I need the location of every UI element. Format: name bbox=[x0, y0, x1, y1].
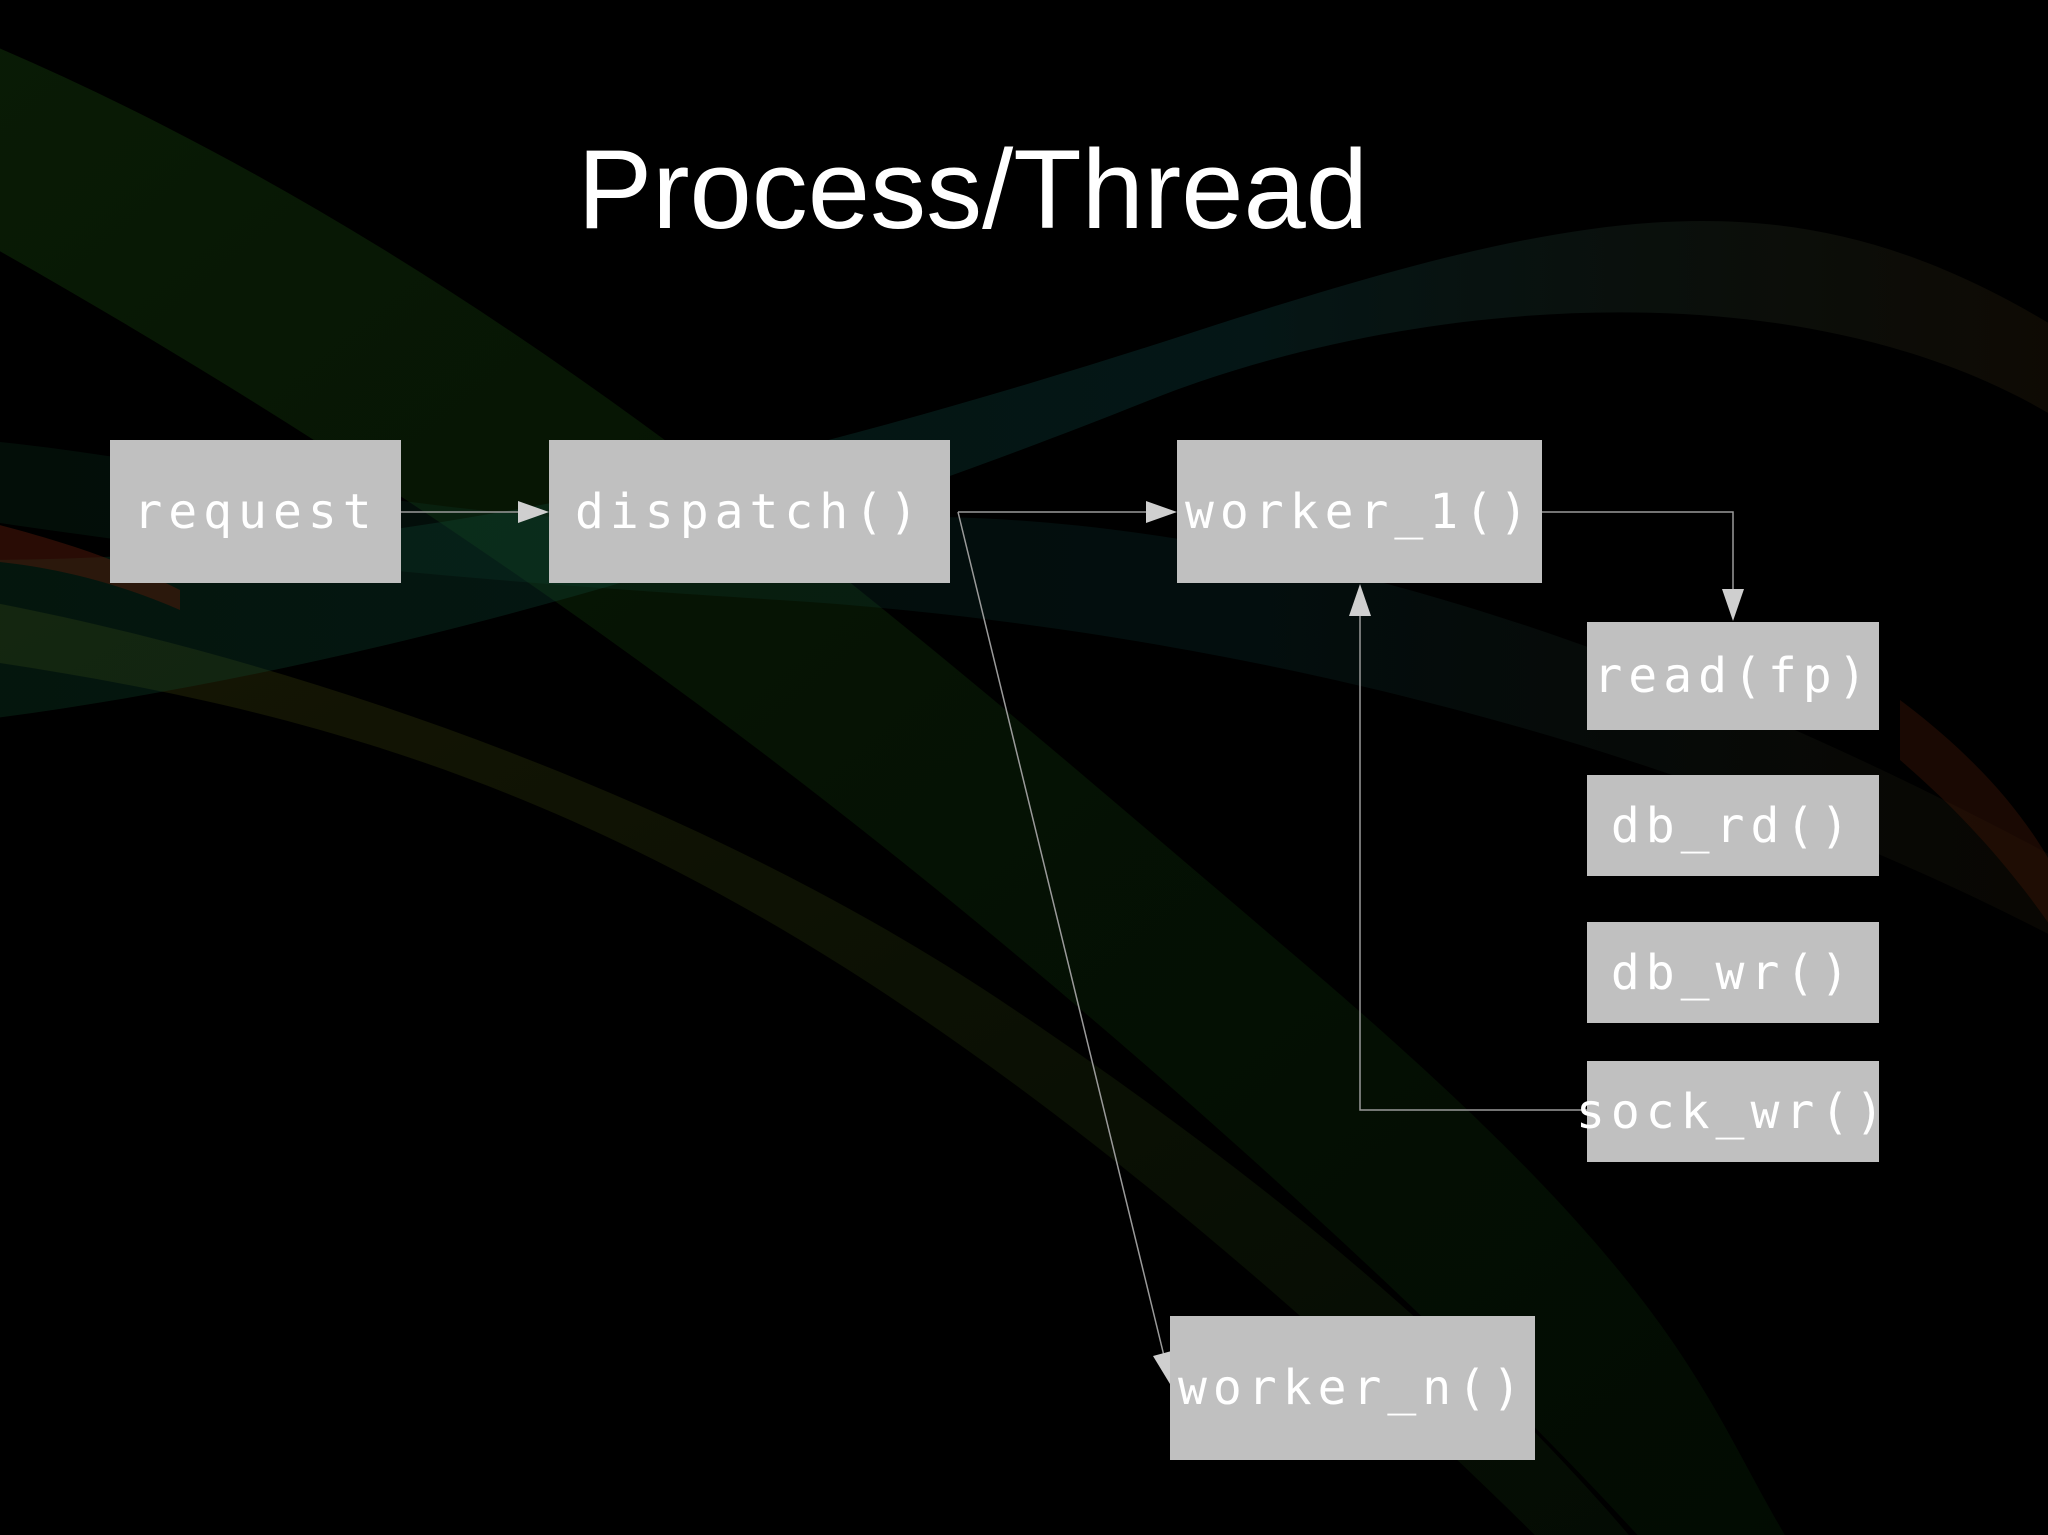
node-request: request bbox=[110, 440, 401, 583]
connector-sockwr-worker1 bbox=[1359, 612, 1587, 1111]
arrowhead-worker1 bbox=[1146, 501, 1177, 523]
arrowhead-dispatch bbox=[518, 501, 549, 523]
arrowhead-read bbox=[1722, 589, 1744, 621]
arrowhead-worker1-up bbox=[1349, 584, 1371, 616]
node-db-wr: db_wr() bbox=[1587, 922, 1879, 1023]
node-db-rd: db_rd() bbox=[1587, 775, 1879, 876]
node-sock-wr: sock_wr() bbox=[1576, 1061, 1884, 1162]
node-worker-1: worker_1() bbox=[1177, 440, 1542, 583]
node-worker-n: worker_n() bbox=[1170, 1316, 1535, 1460]
node-dispatch: dispatch() bbox=[549, 440, 950, 583]
node-read-fp: read(fp) bbox=[1587, 622, 1879, 730]
connector-dispatch-workern bbox=[957, 511, 1166, 1361]
page-title: Process/Thread bbox=[577, 127, 1369, 252]
connector-worker1-read bbox=[1542, 511, 1734, 592]
